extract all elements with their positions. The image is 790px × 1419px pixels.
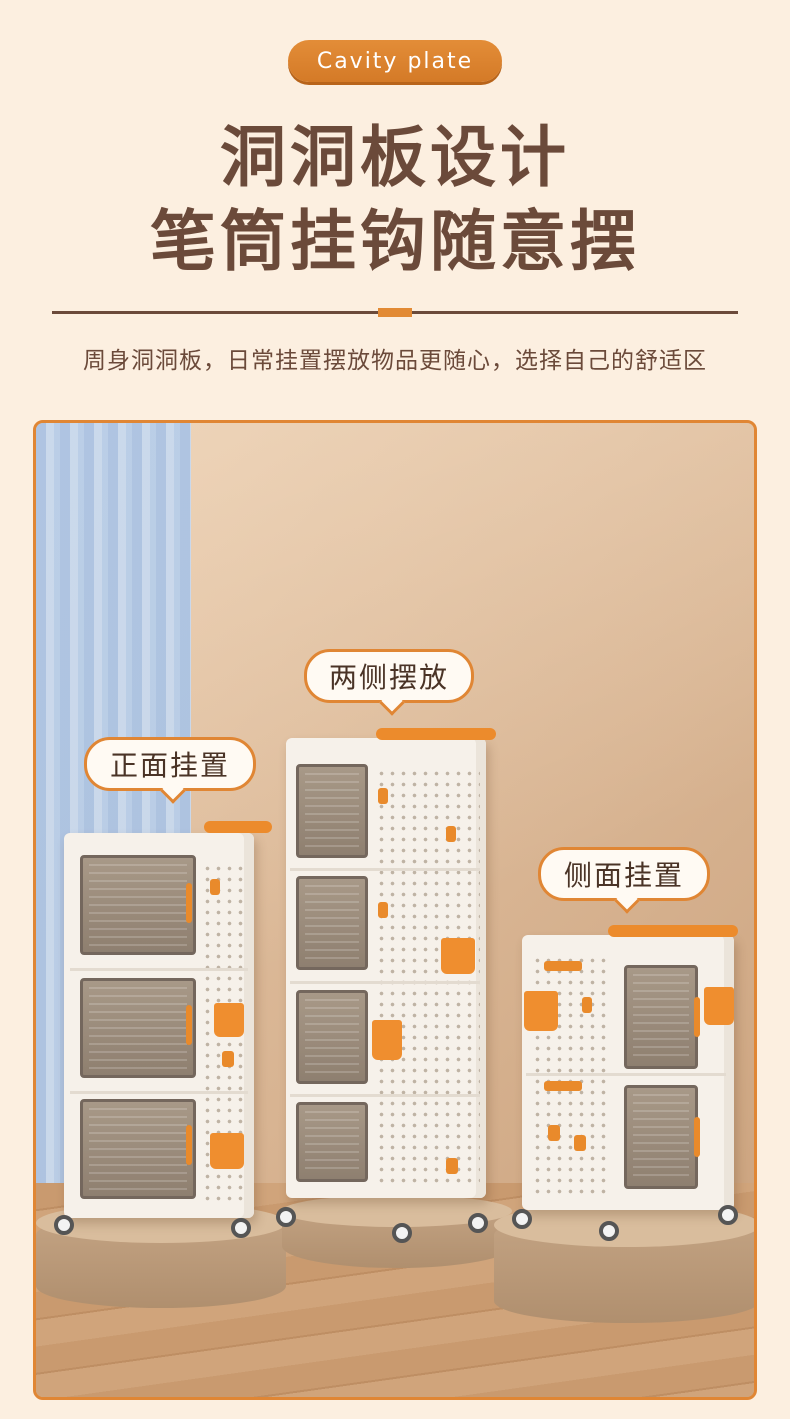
shelf-divider xyxy=(290,981,480,984)
section-badge: Cavity plate xyxy=(288,40,502,82)
drawer-3 xyxy=(296,990,368,1084)
hook xyxy=(582,997,592,1013)
wheel xyxy=(392,1223,412,1243)
side-handle xyxy=(544,961,582,971)
hook xyxy=(446,826,456,842)
drawer-2 xyxy=(80,978,196,1078)
cabinet-side-view xyxy=(522,925,738,1210)
shelf-divider xyxy=(526,1073,726,1076)
hook xyxy=(210,879,220,895)
drawer-4 xyxy=(296,1102,368,1182)
cabinet-both-sides xyxy=(286,728,496,1198)
shelf-divider xyxy=(70,968,248,971)
top-handle xyxy=(608,925,738,937)
callout-sides-label: 两侧摆放 xyxy=(328,661,449,694)
wheel xyxy=(54,1215,74,1235)
wheel xyxy=(512,1209,532,1229)
cabinet-front-view xyxy=(64,821,272,1218)
side-handle xyxy=(544,1081,582,1091)
drawer-3 xyxy=(80,1099,196,1199)
wheel xyxy=(599,1221,619,1241)
callout-front-hanging: 正面挂置 xyxy=(84,737,256,804)
hook xyxy=(446,1158,458,1174)
drawer-1 xyxy=(80,855,196,955)
callout-both-sides: 两侧摆放 xyxy=(304,649,474,716)
pegboard-side xyxy=(376,768,480,1188)
shelf-divider xyxy=(70,1091,248,1094)
pedestal-right-top xyxy=(494,1203,754,1247)
wheel xyxy=(718,1205,738,1225)
pen-holder xyxy=(372,1020,402,1060)
pen-holder xyxy=(441,938,475,974)
drawer-pull xyxy=(186,1125,192,1165)
pen-holder xyxy=(214,1003,244,1037)
headline-line-1: 洞洞板设计 xyxy=(220,119,570,196)
top-handle xyxy=(376,728,496,740)
description-text: 周身洞洞板，日常挂置摆放物品更随心，选择自己的舒适区 xyxy=(83,348,707,374)
headline-line-2: 笔筒挂钩随意摆 xyxy=(150,203,640,280)
drawer-pull xyxy=(694,1117,700,1157)
shelf-divider xyxy=(290,1094,480,1097)
hook xyxy=(548,1125,560,1141)
callout-side-label: 侧面挂置 xyxy=(563,859,684,892)
pen-holder xyxy=(704,987,734,1025)
wheel xyxy=(468,1213,488,1233)
hook xyxy=(378,788,388,804)
drawer-pull xyxy=(186,1005,192,1045)
pen-holder xyxy=(210,1133,244,1169)
drawer-2 xyxy=(624,1085,698,1189)
hook xyxy=(222,1051,234,1067)
top-handle xyxy=(204,821,272,833)
callout-front-label: 正面挂置 xyxy=(109,749,230,782)
drawer-pull xyxy=(694,997,700,1037)
divider-accent xyxy=(378,308,412,317)
hook xyxy=(574,1135,586,1151)
drawer-1 xyxy=(624,965,698,1069)
product-photo: 正面挂置 两侧摆放 侧面挂置 xyxy=(33,420,757,1400)
wheel xyxy=(276,1207,296,1227)
hook xyxy=(378,902,388,918)
drawer-1 xyxy=(296,764,368,858)
drawer-2 xyxy=(296,876,368,970)
drawer-pull xyxy=(186,883,192,923)
shelf-divider xyxy=(290,868,480,871)
callout-side-hanging: 侧面挂置 xyxy=(538,847,710,914)
pen-holder xyxy=(524,991,558,1031)
wheel xyxy=(231,1218,251,1238)
